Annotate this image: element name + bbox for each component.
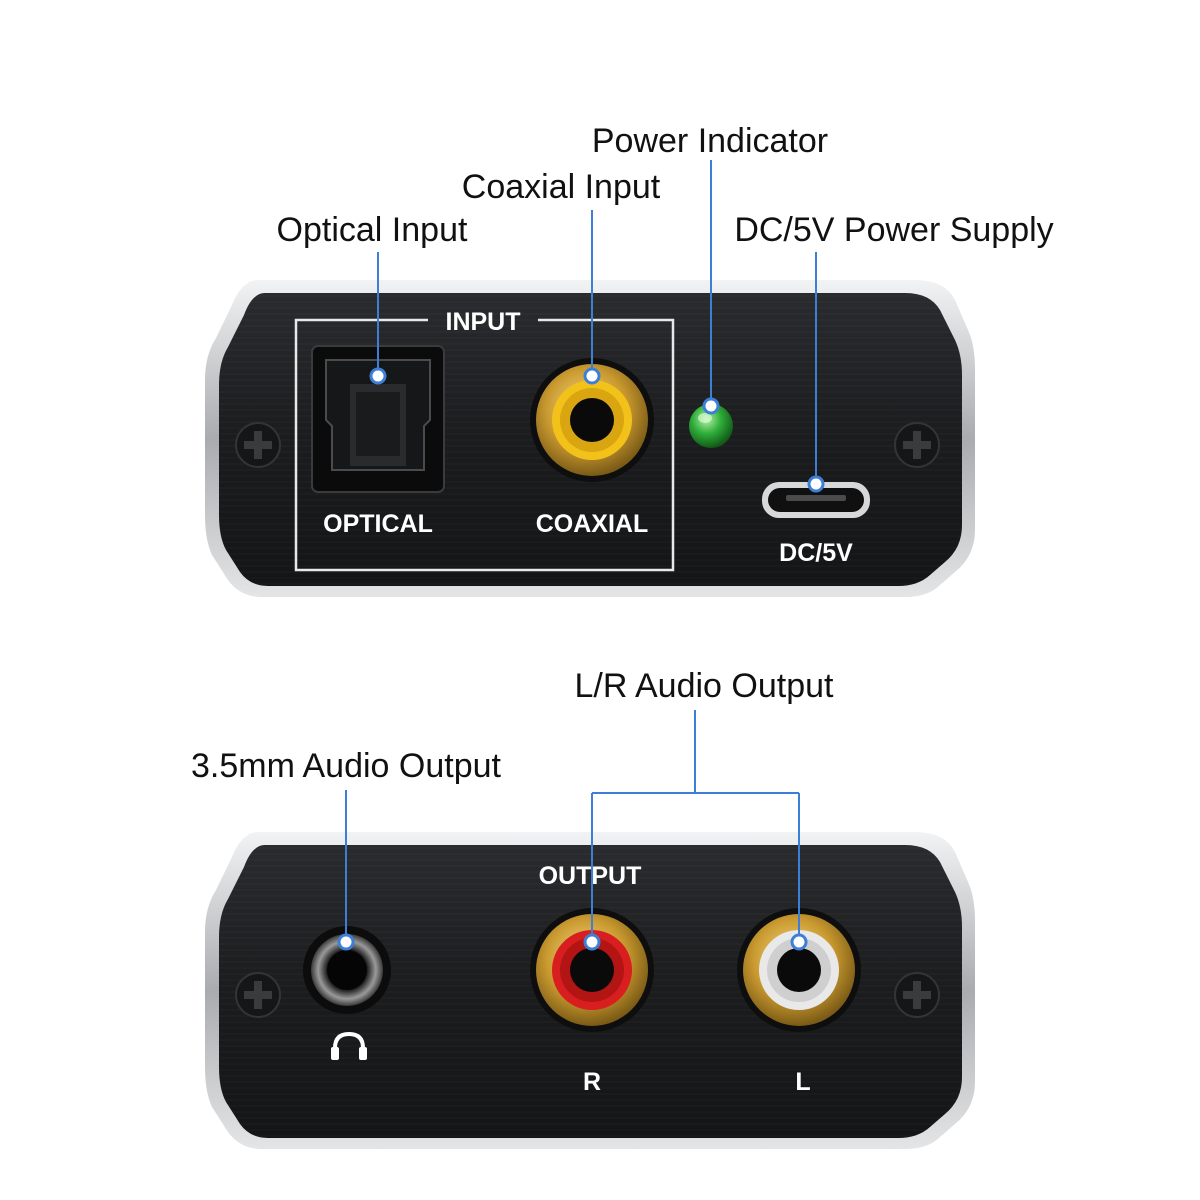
coaxial-port[interactable] [530,358,654,482]
input-group-label: INPUT [446,308,521,336]
dc-power-port[interactable] [762,482,870,518]
headphone-jack[interactable] [303,926,391,1014]
rca-left-port[interactable] [737,908,861,1032]
screw-icon [894,422,940,468]
rca-left-label: L [795,1068,810,1096]
callout-coaxial-input: Coaxial Input [462,168,661,206]
rca-right-port[interactable] [530,908,654,1032]
output-group-label: OUTPUT [539,862,642,890]
callout-power-indicator: Power Indicator [592,122,828,160]
coaxial-label: COAXIAL [536,510,649,538]
optical-label: OPTICAL [323,510,433,538]
callout-headphone-output: 3.5mm Audio Output [191,747,502,785]
leader-lines-bottom [337,710,808,951]
optical-port[interactable] [311,345,445,493]
screw-icon [235,972,281,1018]
screw-icon [235,422,281,468]
input-group-frame [294,318,675,572]
callout-optical-input: Optical Input [277,211,468,249]
screw-icon [894,972,940,1018]
headphone-icon [331,1031,367,1060]
leader-lines-top [369,160,825,493]
callout-dc-power-supply: DC/5V Power Supply [734,211,1053,249]
input-panel: INPUT OPTICAL COAXIAL DC/5 [205,280,975,597]
power-led [689,404,733,448]
output-panel: OUTPUT R L [205,832,975,1149]
dc-label: DC/5V [779,539,853,567]
rca-right-label: R [583,1068,601,1096]
callout-lr-audio-output: L/R Audio Output [575,667,835,705]
